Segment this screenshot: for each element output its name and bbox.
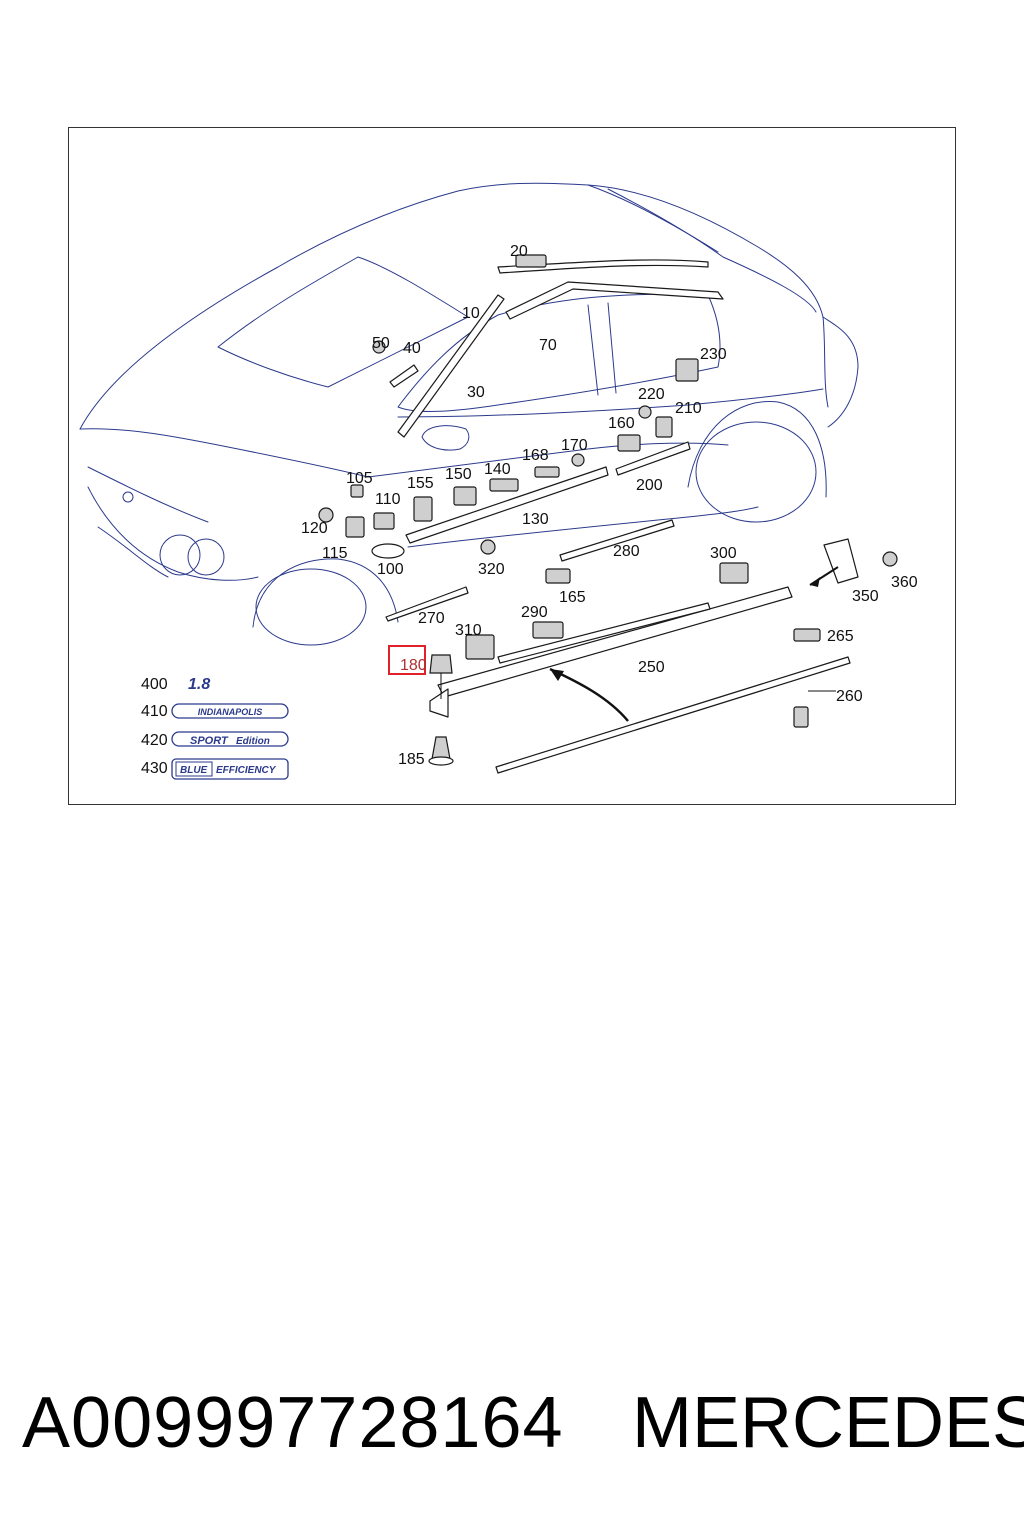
callout-310: 310 — [455, 622, 482, 639]
diagram-frame — [68, 127, 956, 805]
parts-diagram: 1.8 INDIANAPOLIS SPORT Edition BLUE EFFI… — [79, 182, 918, 780]
callout-410: 410 — [141, 703, 168, 720]
svg-text:180: 180 — [400, 657, 427, 674]
callout-105: 105 — [346, 470, 373, 487]
callout-185: 185 — [398, 751, 425, 768]
part-shapes — [318, 254, 898, 774]
callout-100: 100 — [377, 561, 404, 578]
callout-160: 160 — [608, 415, 635, 432]
callout-210: 210 — [675, 400, 702, 417]
callout-130: 130 — [522, 511, 549, 528]
callout-40: 40 — [403, 340, 421, 357]
badge-blue-efficiency: BLUE EFFICIENCY — [171, 758, 289, 780]
svg-text:BLUE: BLUE — [180, 765, 208, 776]
callout-50: 50 — [372, 335, 390, 352]
svg-text:EFFICIENCY: EFFICIENCY — [216, 765, 277, 776]
callout-labels: 20 10 70 50 40 30 230 220 210 160 170 16… — [141, 243, 918, 777]
part-number: A009997728164 — [22, 1383, 564, 1463]
callout-230: 230 — [700, 346, 727, 363]
callout-280: 280 — [613, 543, 640, 560]
callout-265: 265 — [827, 628, 854, 645]
callout-270: 270 — [418, 610, 445, 627]
callout-320: 320 — [478, 561, 505, 578]
callout-155: 155 — [407, 475, 434, 492]
callout-165: 165 — [559, 589, 586, 606]
callout-250: 250 — [638, 659, 665, 676]
callout-150: 150 — [445, 466, 472, 483]
svg-text:SPORT: SPORT — [190, 735, 229, 747]
callout-30: 30 — [467, 384, 485, 401]
badge-1.8: 1.8 — [188, 676, 210, 693]
footer: A009997728164 MERCEDES — [0, 1378, 1024, 1468]
callout-70: 70 — [539, 337, 557, 354]
callout-170: 170 — [561, 437, 588, 454]
callout-140: 140 — [484, 461, 511, 478]
callout-290: 290 — [521, 604, 548, 621]
callout-360: 360 — [891, 574, 918, 591]
callout-430: 430 — [141, 760, 168, 777]
callout-350: 350 — [852, 588, 879, 605]
callout-120: 120 — [301, 520, 328, 537]
callout-200: 200 — [636, 477, 663, 494]
badge-indianapolis: INDIANAPOLIS — [171, 703, 289, 719]
callout-115: 115 — [322, 545, 348, 562]
callout-420: 420 — [141, 732, 168, 749]
callout-220: 220 — [638, 386, 665, 403]
badge-sport-edition: SPORT Edition — [171, 731, 289, 747]
callout-110: 110 — [375, 491, 401, 508]
callout-10: 10 — [462, 305, 480, 322]
callout-168: 168 — [522, 447, 549, 464]
svg-text:INDIANAPOLIS: INDIANAPOLIS — [198, 707, 263, 717]
callout-180-highlight[interactable]: 180 — [388, 645, 427, 675]
svg-text:Edition: Edition — [236, 736, 270, 747]
brand-name: MERCEDES — [632, 1383, 1024, 1463]
svg-text:1.8: 1.8 — [188, 676, 210, 693]
callout-260: 260 — [836, 688, 863, 705]
callout-400: 400 — [141, 676, 168, 693]
callout-300: 300 — [710, 545, 737, 562]
callout-20: 20 — [510, 243, 528, 260]
